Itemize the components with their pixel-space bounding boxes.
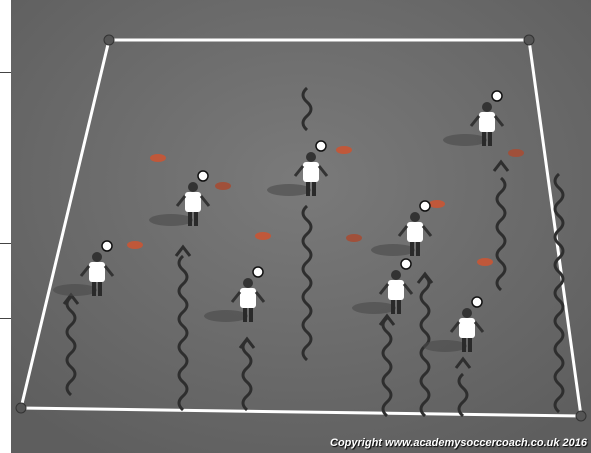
copyright-notice: Copyright www.academysoccercoach.co.uk 2… (330, 437, 587, 449)
pitch-surface (11, 0, 591, 453)
corner-cone (104, 35, 114, 45)
strip-divider (0, 318, 11, 319)
cone (477, 258, 493, 266)
cone (127, 241, 143, 249)
corner-cone (16, 403, 26, 413)
cone (508, 149, 524, 157)
cone (429, 200, 445, 208)
cone (336, 146, 352, 154)
cone (215, 182, 231, 190)
corner-cone (576, 411, 586, 421)
corner-cone (524, 35, 534, 45)
cone (255, 232, 271, 240)
cone (150, 154, 166, 162)
strip-divider (0, 72, 11, 73)
cone (346, 234, 362, 242)
strip-divider (0, 243, 11, 244)
left-margin-strip (0, 0, 11, 453)
pitch-diagram (11, 0, 591, 453)
